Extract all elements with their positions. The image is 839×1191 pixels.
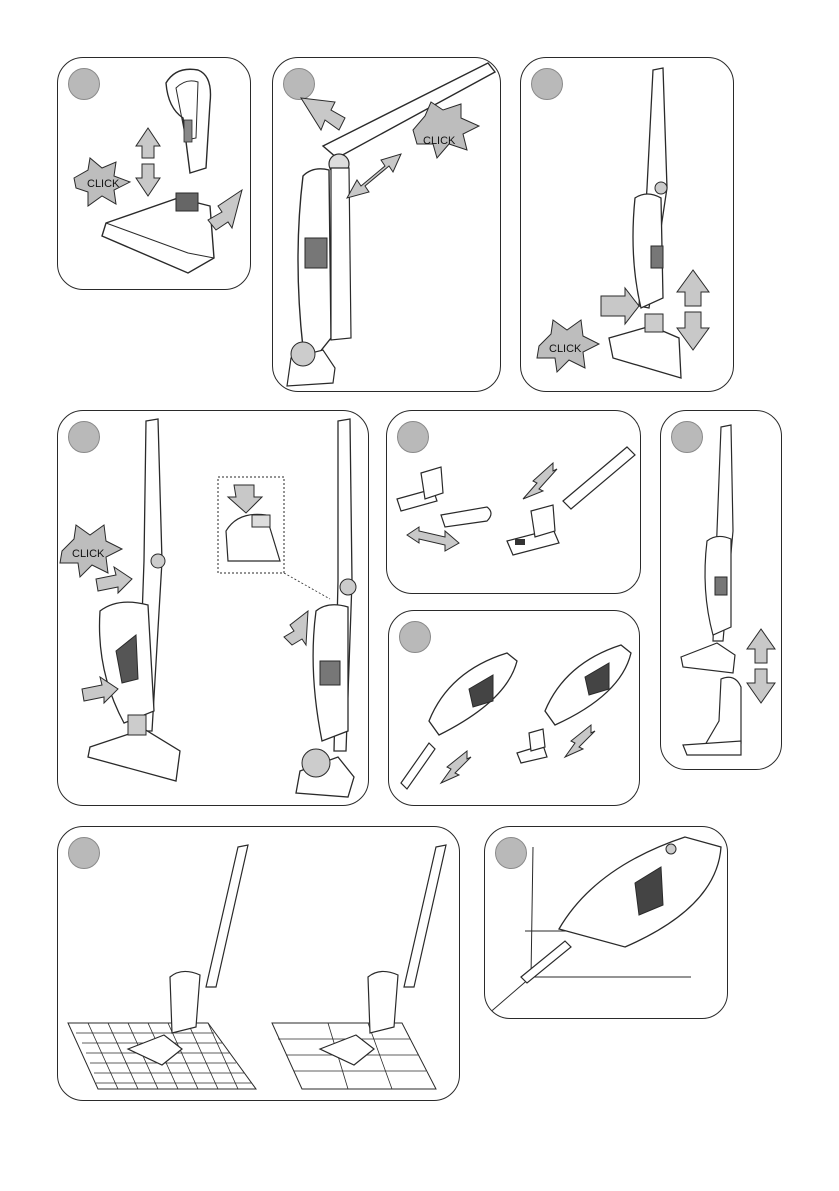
panel-crevice-cleaning [484, 826, 728, 1019]
panel-wall-mount [660, 410, 782, 770]
wall-mount-illustration [661, 411, 782, 770]
handheld-insert-illustration: CLICK [58, 411, 369, 806]
crevice-cleaning-illustration [485, 827, 728, 1019]
accessory-tools-illustration [387, 411, 641, 594]
panel-handheld-insert: CLICK [57, 410, 369, 806]
nozzle-attach-illustration: CLICK [58, 58, 251, 290]
floor-types-illustration [58, 827, 460, 1101]
click-label: CLICK [87, 178, 120, 190]
panel-floor-types [57, 826, 460, 1101]
click-label: CLICK [72, 548, 105, 560]
click-label: CLICK [423, 135, 456, 147]
panel-accessory-tools [386, 410, 641, 594]
handheld-accessory-illustration [389, 611, 640, 806]
panel-handle-attach: CLICK [272, 57, 501, 392]
panel-nozzle-attach: CLICK [57, 57, 251, 290]
handle-attach-illustration: CLICK [273, 58, 501, 392]
panel-floor-head-attach: CLICK [520, 57, 734, 392]
panel-handheld-accessory [388, 610, 640, 806]
click-label: CLICK [549, 343, 582, 355]
floor-head-attach-illustration: CLICK [521, 58, 734, 392]
